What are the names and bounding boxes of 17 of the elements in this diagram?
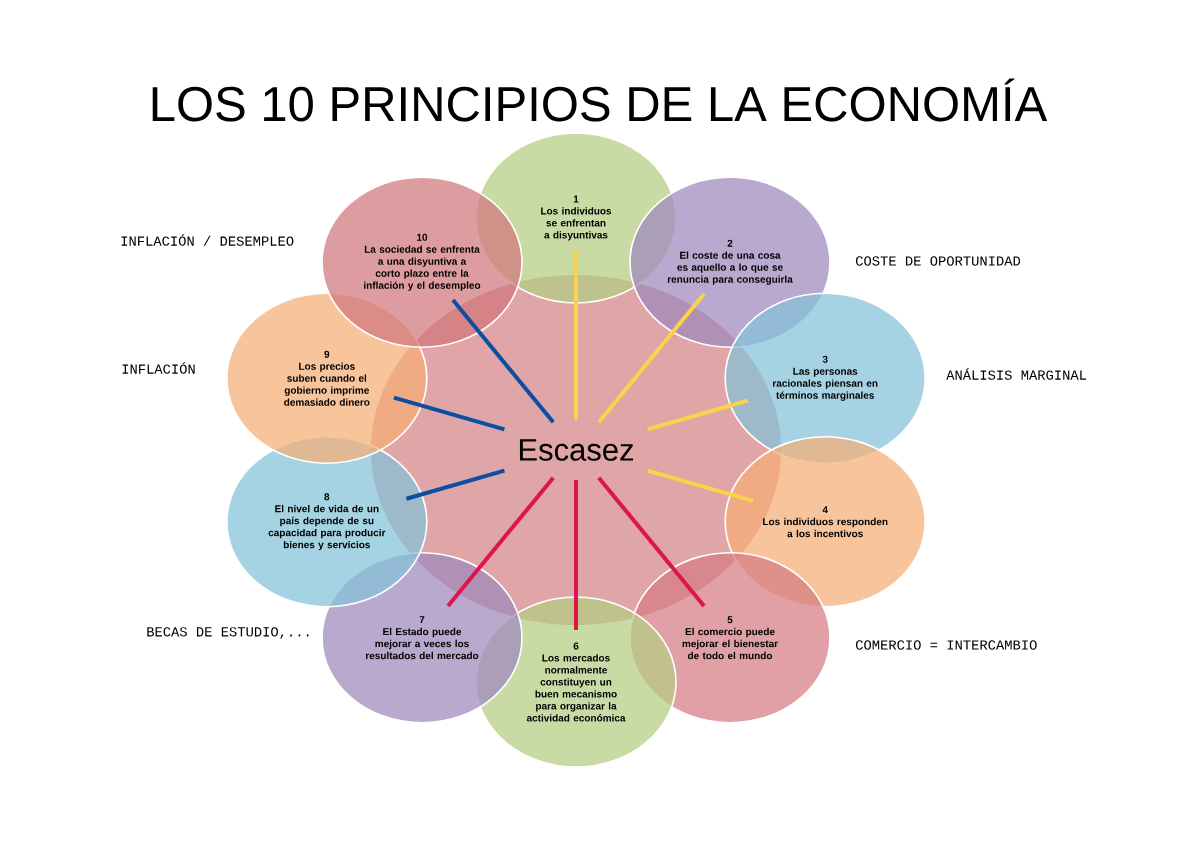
keyword-label: COSTE DE OPORTUNIDAD — [855, 256, 1021, 266]
connector-line — [647, 398, 749, 432]
keyword-label: BECAS DE ESTUDIO,... — [147, 627, 309, 639]
keyword-label: INFLACIÓN — [122, 362, 195, 374]
connector-line — [647, 468, 754, 503]
keyword-label: INFLACIÓN / DESEMPLEO — [121, 234, 294, 246]
keyword-label: ANÁLISIS MARGINAL — [946, 368, 1087, 380]
title: LOS 10 PRINCIPIOS DE LA ECONOMÍA — [152, 78, 1048, 122]
connector-line — [446, 476, 555, 608]
connector-line — [597, 476, 706, 608]
keyword-label: COMERCIO = INTERCAMBIO — [855, 640, 1037, 650]
connector-line — [451, 298, 555, 424]
connector-line — [574, 480, 578, 630]
connector-line — [393, 395, 505, 432]
connector-line — [405, 468, 505, 501]
connector-line — [574, 252, 578, 420]
connector-line — [597, 292, 706, 424]
